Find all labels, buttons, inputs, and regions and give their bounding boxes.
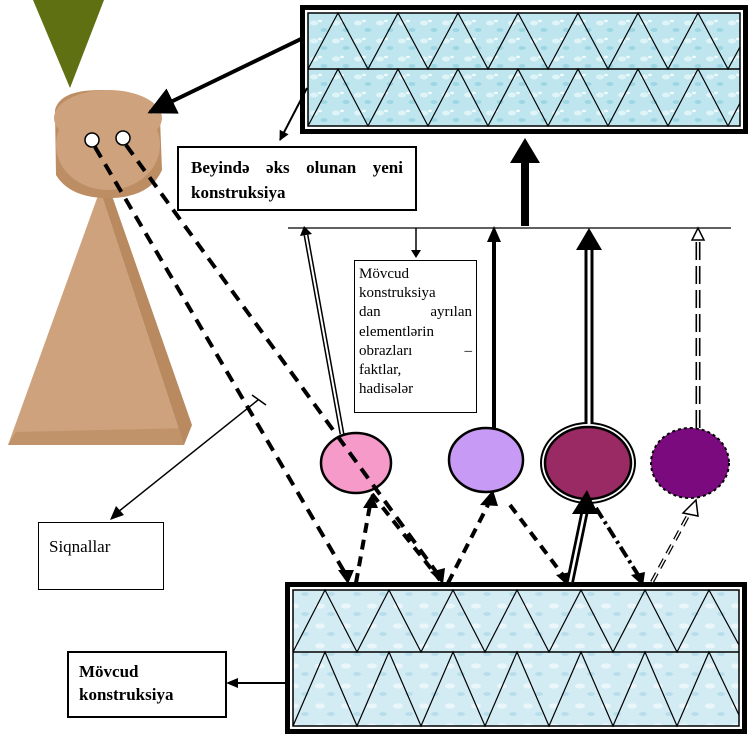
ellipse-purple <box>650 427 730 499</box>
signals-text: Siqnallar <box>49 537 111 556</box>
facts-label: Mövcud konstruksiya dan ayrılan elementl… <box>354 260 477 413</box>
facts-line-5: obrazları – <box>359 342 472 359</box>
signals-label: Siqnallar <box>38 522 164 590</box>
arrow-purple-up <box>690 226 706 428</box>
existing-construction-label: Mövcud konstruksiya <box>67 651 227 718</box>
facts-line-1: Mövcud <box>359 266 409 282</box>
existing-construction-line-1: Mövcud <box>79 662 139 681</box>
arrow-lavender-up <box>487 226 501 429</box>
ellipse-lavender <box>447 426 525 494</box>
body-cone <box>8 190 184 445</box>
ellipse-pink <box>319 431 393 495</box>
person-figure <box>8 0 192 445</box>
existing-construction-block <box>285 582 747 734</box>
new-construction-line-1: Beyində əks olunan yeni <box>191 158 403 177</box>
new-construction-label: Beyində əks olunan yeni konstruksiya <box>177 146 417 211</box>
existing-construction-line-2: konstruksiya <box>79 684 174 704</box>
eye-line-right <box>124 143 439 575</box>
facts-line-2: konstruksiya <box>359 285 436 302</box>
facts-line-6: faktlar, <box>359 361 402 378</box>
arrow-pink-up <box>300 226 345 435</box>
facts-line-7: hadisələr <box>359 381 414 398</box>
arrow-block-to-head <box>147 36 304 114</box>
facts-line-4: elementlərin <box>359 323 434 340</box>
arrow-maroon-up <box>576 228 602 424</box>
signals-pointer <box>117 399 259 513</box>
eye-line-left <box>93 145 347 575</box>
green-cone <box>33 0 104 88</box>
right-eye <box>115 130 131 146</box>
facts-line-3: dan ayrılan <box>359 304 472 321</box>
new-construction-block <box>300 5 748 134</box>
left-eye <box>84 132 100 148</box>
new-construction-line-2: konstruksiya <box>191 182 286 202</box>
